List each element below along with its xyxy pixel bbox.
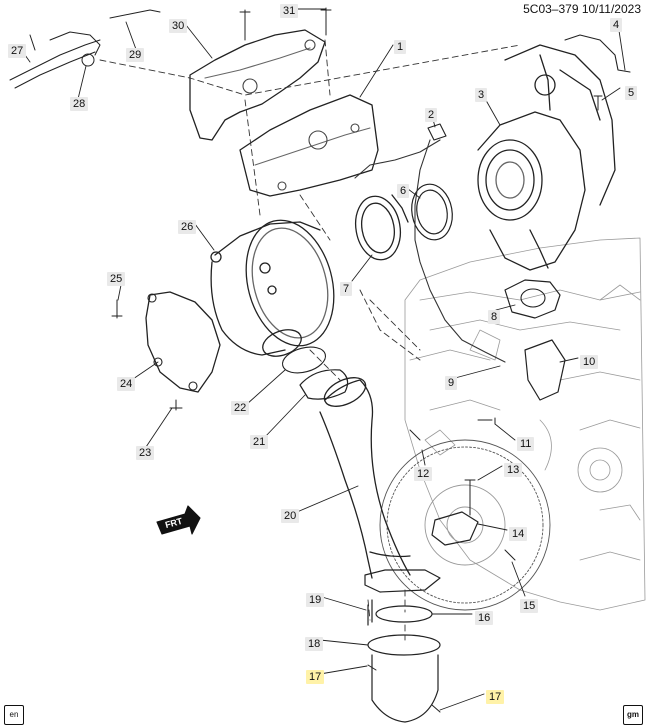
- callout-12: 12: [414, 467, 433, 481]
- callout-23: 23: [136, 446, 155, 460]
- callout-17a: 17: [306, 670, 325, 684]
- callout-15: 15: [520, 599, 539, 613]
- diagram-reference: 5C03–379 10/11/2023: [523, 2, 641, 16]
- callout-29: 29: [126, 48, 145, 62]
- bolts: [111, 7, 603, 713]
- language-badge: en: [4, 705, 24, 725]
- sensor-harness: [354, 139, 506, 363]
- callout-6: 6: [397, 184, 410, 198]
- outlet-flange: [364, 569, 441, 723]
- gasket-turbo: [411, 183, 453, 241]
- callout-5: 5: [625, 86, 638, 100]
- callout-20: 20: [281, 509, 300, 523]
- callout-22: 22: [231, 401, 250, 415]
- clamp-21: [299, 369, 349, 400]
- leader-lines: [99, 39, 521, 641]
- heat-shield-upper: [189, 29, 326, 141]
- engine-block-background: [404, 237, 646, 611]
- oxygen-sensor-assembly: [9, 9, 161, 89]
- callout-4: 4: [610, 18, 623, 32]
- flywheel: [379, 439, 551, 611]
- support-bracket: [524, 339, 566, 401]
- callout-19: 19: [306, 593, 325, 607]
- callout-25: 25: [107, 272, 126, 286]
- callout-10: 10: [580, 355, 599, 369]
- front-direction-arrow: [156, 505, 201, 535]
- callout-7: 7: [340, 282, 353, 296]
- callout-17b: 17: [486, 690, 505, 704]
- callout-27: 27: [8, 44, 27, 58]
- callout-24: 24: [117, 377, 136, 391]
- callout-3: 3: [475, 88, 488, 102]
- callout-13: 13: [504, 463, 523, 477]
- exhaust-downpipe: [319, 377, 411, 579]
- callout-30: 30: [169, 19, 188, 33]
- callout-2: 2: [425, 108, 438, 122]
- callout-18: 18: [305, 637, 324, 651]
- bracket-14: [431, 511, 479, 546]
- v-band-clamp: [354, 194, 409, 261]
- callout-11: 11: [517, 437, 535, 451]
- callout-26: 26: [178, 220, 197, 234]
- catalytic-converter: [210, 219, 335, 357]
- heat-shield-lower: [145, 291, 221, 393]
- exhaust-gasket: [504, 279, 561, 319]
- callout-9: 9: [445, 376, 458, 390]
- heat-shield-upper-detail: [204, 47, 311, 79]
- callout-28: 28: [70, 97, 89, 111]
- callout-1: 1: [394, 40, 407, 54]
- turbocharger: [477, 44, 616, 271]
- callout-14: 14: [509, 527, 528, 541]
- callout-8: 8: [488, 310, 501, 324]
- gm-logo-badge: gm: [623, 705, 643, 725]
- sensor-4: [564, 34, 631, 73]
- heat-shield-turbo: [239, 94, 379, 197]
- gasket-22: [281, 346, 327, 374]
- callout-16: 16: [475, 611, 494, 625]
- callout-21: 21: [250, 435, 269, 449]
- callout-31: 31: [280, 4, 299, 18]
